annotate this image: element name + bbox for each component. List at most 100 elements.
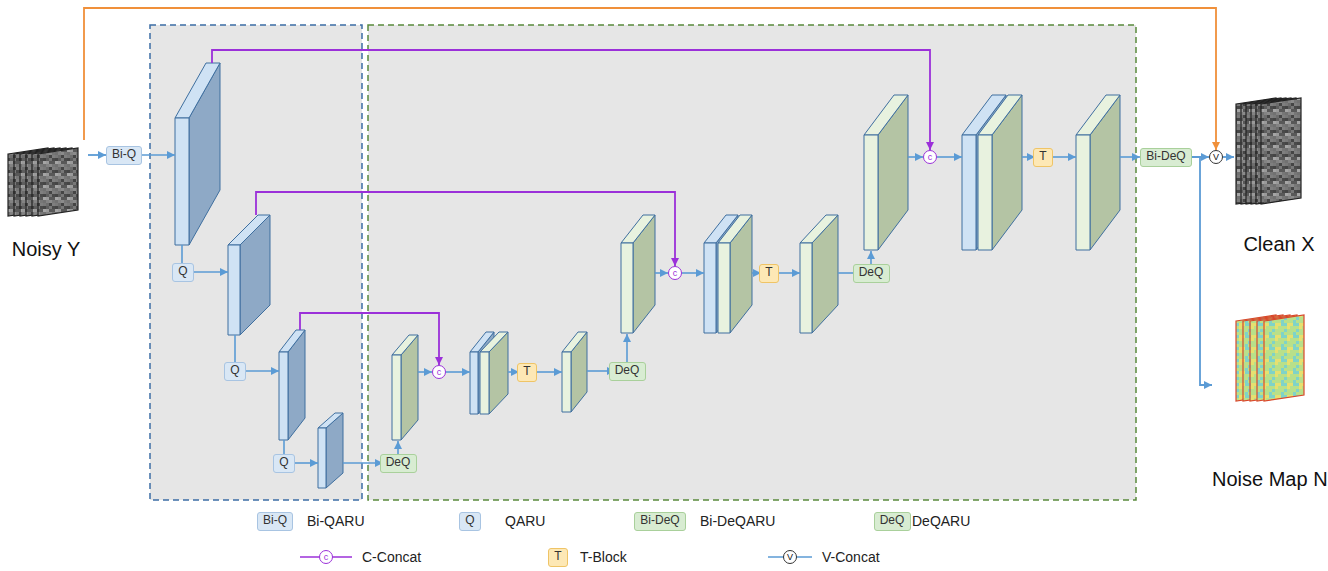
image-slices xyxy=(1212,305,1326,495)
legend-sample-text: Q xyxy=(465,514,474,528)
encoder-region xyxy=(150,25,362,500)
feature-map xyxy=(392,335,418,440)
flow-arrow xyxy=(142,154,175,156)
feature-face xyxy=(562,352,571,412)
operation-box: Bi-DeQ xyxy=(1140,148,1192,167)
legend-sample: T xyxy=(548,548,568,567)
legend-text: C-Concat xyxy=(362,549,421,565)
image-slice xyxy=(1264,315,1304,401)
image-slice xyxy=(1261,98,1301,204)
connector xyxy=(84,8,1216,150)
skip-connection xyxy=(256,192,675,266)
feature-face xyxy=(392,355,401,440)
image-stack: Clean X xyxy=(1234,88,1324,260)
legend-sample-text: T xyxy=(554,550,561,564)
concat-circle: V xyxy=(1209,150,1223,164)
feature-face xyxy=(864,135,878,250)
feature-map xyxy=(800,215,838,333)
node-text: DeQ xyxy=(615,364,640,378)
node-text: DeQ xyxy=(859,266,884,280)
feature-map xyxy=(175,63,220,245)
feature-map xyxy=(621,215,655,333)
flow-arrow xyxy=(181,245,183,263)
flow-arrows xyxy=(142,50,1140,557)
feature-face xyxy=(800,243,812,333)
legend-sample-text: Bi-DeQ xyxy=(640,514,679,528)
connector xyxy=(1192,157,1212,385)
skip-connection xyxy=(212,50,930,150)
concat-circle: c xyxy=(432,365,446,379)
flow-arrow xyxy=(655,272,668,274)
legend-sample-text: DeQ xyxy=(880,514,905,528)
connector xyxy=(88,154,106,156)
feature-face xyxy=(621,243,633,333)
feature-face xyxy=(800,215,838,243)
operation-box: Q xyxy=(172,263,194,282)
feature-face xyxy=(470,352,478,414)
feature-map xyxy=(718,215,752,333)
feature-face xyxy=(392,335,418,355)
legend-sample: V xyxy=(783,550,797,564)
decoder-region xyxy=(368,25,1136,500)
operation-box: DeQ xyxy=(380,454,417,473)
concat-circle: c xyxy=(923,150,937,164)
feature-face xyxy=(718,243,730,333)
flow-arrow xyxy=(397,441,399,454)
skip-connection xyxy=(300,313,439,365)
feature-face xyxy=(480,352,489,414)
connector xyxy=(1223,156,1234,158)
flow-arrow xyxy=(908,156,923,158)
flow-arrow xyxy=(937,156,962,158)
operation-box: T xyxy=(517,363,537,382)
node-text: Bi-DeQ xyxy=(1146,150,1185,164)
flow-arrow xyxy=(294,462,318,464)
concat-circle: c xyxy=(668,266,682,280)
feature-map xyxy=(1076,95,1120,250)
node-text: Q xyxy=(230,364,239,378)
feature-face xyxy=(621,215,655,243)
flow-arrow xyxy=(535,371,562,373)
feature-face xyxy=(279,352,288,440)
legend-text: QARU xyxy=(505,513,545,529)
node-text: Bi-Q xyxy=(112,148,136,162)
feature-face xyxy=(1076,95,1120,135)
flow-arrow xyxy=(343,462,383,464)
feature-face xyxy=(978,135,992,250)
node-text: Q xyxy=(279,456,288,470)
node-text: c xyxy=(673,269,678,278)
image-slice xyxy=(38,148,78,216)
flow-arrow xyxy=(418,371,432,373)
feature-face xyxy=(562,332,587,352)
node-text: T xyxy=(523,365,530,379)
feature-face xyxy=(718,215,752,243)
legend-sample-text: V xyxy=(787,553,793,562)
flow-arrow xyxy=(194,271,228,273)
feature-map xyxy=(480,332,508,414)
flow-arrow xyxy=(777,272,800,274)
operation-box: Bi-Q xyxy=(106,146,142,165)
feature-face xyxy=(228,245,240,335)
feature-face xyxy=(318,413,343,428)
flow-arrow xyxy=(626,334,628,362)
feature-maps xyxy=(175,63,1120,488)
feature-face xyxy=(175,63,220,118)
feature-face xyxy=(1076,135,1090,250)
feature-face xyxy=(318,428,326,488)
legend-text: T-Block xyxy=(580,549,627,565)
legend-text: V-Concat xyxy=(822,549,880,565)
flow-arrow xyxy=(234,335,236,362)
feature-face xyxy=(175,118,189,245)
feature-map xyxy=(279,330,305,440)
node-text: c xyxy=(928,153,933,162)
feature-face xyxy=(962,135,976,250)
node-text: Noise Map N xyxy=(1212,468,1326,491)
feature-map xyxy=(318,413,343,488)
operation-box: T xyxy=(759,264,779,283)
feature-map xyxy=(864,95,908,250)
legend-sample: Bi-DeQ xyxy=(634,512,686,531)
feature-map xyxy=(562,332,587,412)
node-text: c xyxy=(437,368,442,377)
legend-text: DeQARU xyxy=(912,513,970,529)
